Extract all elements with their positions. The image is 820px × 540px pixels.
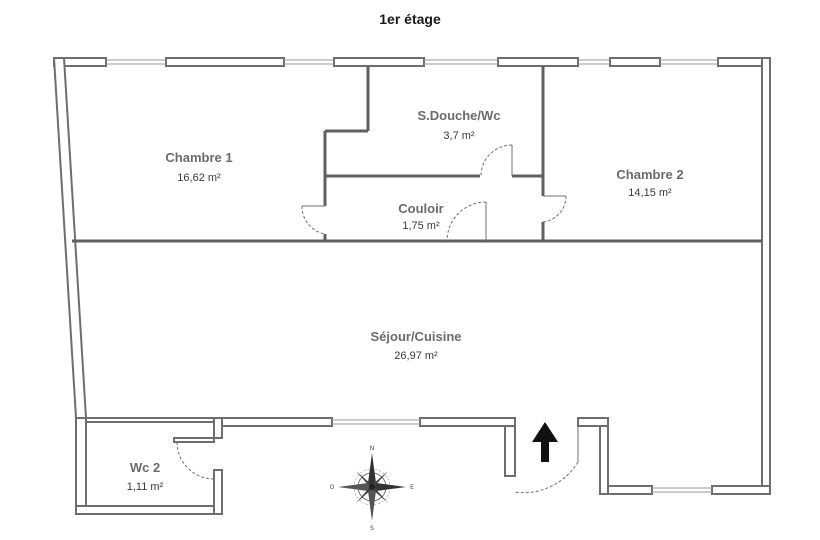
room-area-couloir: 1,75 m²: [402, 220, 440, 232]
room-labels: Chambre 1 16,62 m² S.Douche/Wc 3,7 m² Ch…: [127, 108, 684, 493]
room-area-chambre-2: 14,15 m²: [628, 187, 672, 199]
room-area-sdouche-wc: 3,7 m²: [443, 130, 475, 142]
compass-letter-e: E: [410, 484, 414, 491]
outer-walls: [52, 57, 771, 515]
room-name-wc-2: Wc 2: [130, 460, 160, 475]
compass-letter-o: O: [330, 484, 335, 491]
room-area-wc-2: 1,11 m²: [127, 481, 164, 493]
interior-walls: [72, 66, 762, 243]
room-area-chambre-1: 16,62 m²: [177, 172, 221, 184]
room-name-chambre-1: Chambre 1: [165, 150, 232, 165]
arrow-up-icon: [532, 422, 558, 462]
floor-title: 1er étage: [379, 11, 441, 27]
windows: [106, 59, 718, 493]
compass-letter-n: N: [370, 445, 375, 452]
room-area-sejour-cuisine: 26,97 m²: [394, 350, 438, 362]
room-name-sdouche-wc: S.Douche/Wc: [417, 108, 500, 123]
doors: [176, 144, 579, 494]
room-name-couloir: Couloir: [398, 201, 444, 216]
compass-letter-s: S: [370, 525, 374, 532]
compass-rose-icon: N E S O: [330, 445, 414, 532]
room-name-chambre-2: Chambre 2: [616, 167, 683, 182]
room-name-sejour-cuisine: Séjour/Cuisine: [370, 329, 461, 344]
